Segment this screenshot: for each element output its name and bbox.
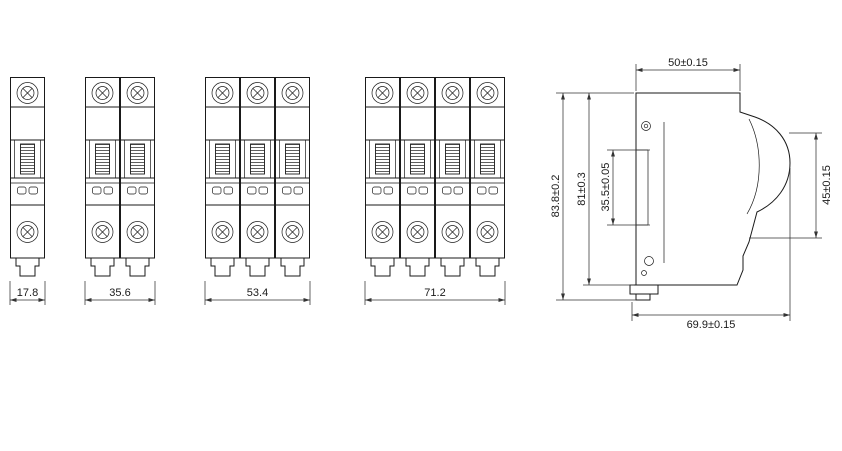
din-clip-side [629,284,659,301]
dimension-front-height: 45±0.15 [749,132,833,239]
pole-module [205,77,240,277]
dim-label-3pole: 53.4 [247,287,268,299]
dim-label-overall-height: 83.8±0.2 [550,175,562,218]
dim-label-body-height: 81±0.3 [576,172,588,206]
pole-module [85,77,120,277]
dim-label-top-width: 50±0.15 [668,57,708,69]
dimension-4pole-width: 71.2 [364,281,506,305]
front-view-2pole [85,77,155,277]
dimension-2pole-width: 35.6 [84,281,156,305]
side-profile [635,92,791,286]
pole-module [400,77,435,277]
pole-module [240,77,275,277]
dim-label-din-slot: 35.5±0.05 [600,163,612,212]
handle-seam [746,118,760,215]
pole-module [435,77,470,277]
front-view-1pole [10,77,45,277]
rivet-icon [644,256,654,266]
dimension-din-slot: 35.5±0.05 [600,149,650,226]
pole-module [365,77,400,277]
front-view-3pole [205,77,310,277]
rivet-icon [641,270,647,276]
dimension-1pole-width: 17.8 [9,281,46,305]
dim-label-4pole: 71.2 [424,287,445,299]
dim-label-overall-depth: 69.9±0.15 [687,319,736,331]
pole-module [275,77,310,277]
dim-label-2pole: 35.6 [109,287,130,299]
front-view-4pole [365,77,505,277]
pole-module [120,77,155,277]
dimension-overall-height: 83.8±0.2 [550,92,636,301]
dim-label-front-height: 45±0.15 [821,165,833,205]
pole-module [470,77,505,277]
dimension-overall-depth: 69.9±0.15 [631,168,791,331]
dimension-side-top-width: 50±0.15 [635,57,741,91]
dimension-body-height: 81±0.3 [576,93,634,286]
pole-module [10,77,45,277]
rivet-icon [641,121,651,131]
dim-label-1pole: 17.8 [17,287,38,299]
dimension-3pole-width: 53.4 [204,281,311,305]
side-view [629,92,791,301]
